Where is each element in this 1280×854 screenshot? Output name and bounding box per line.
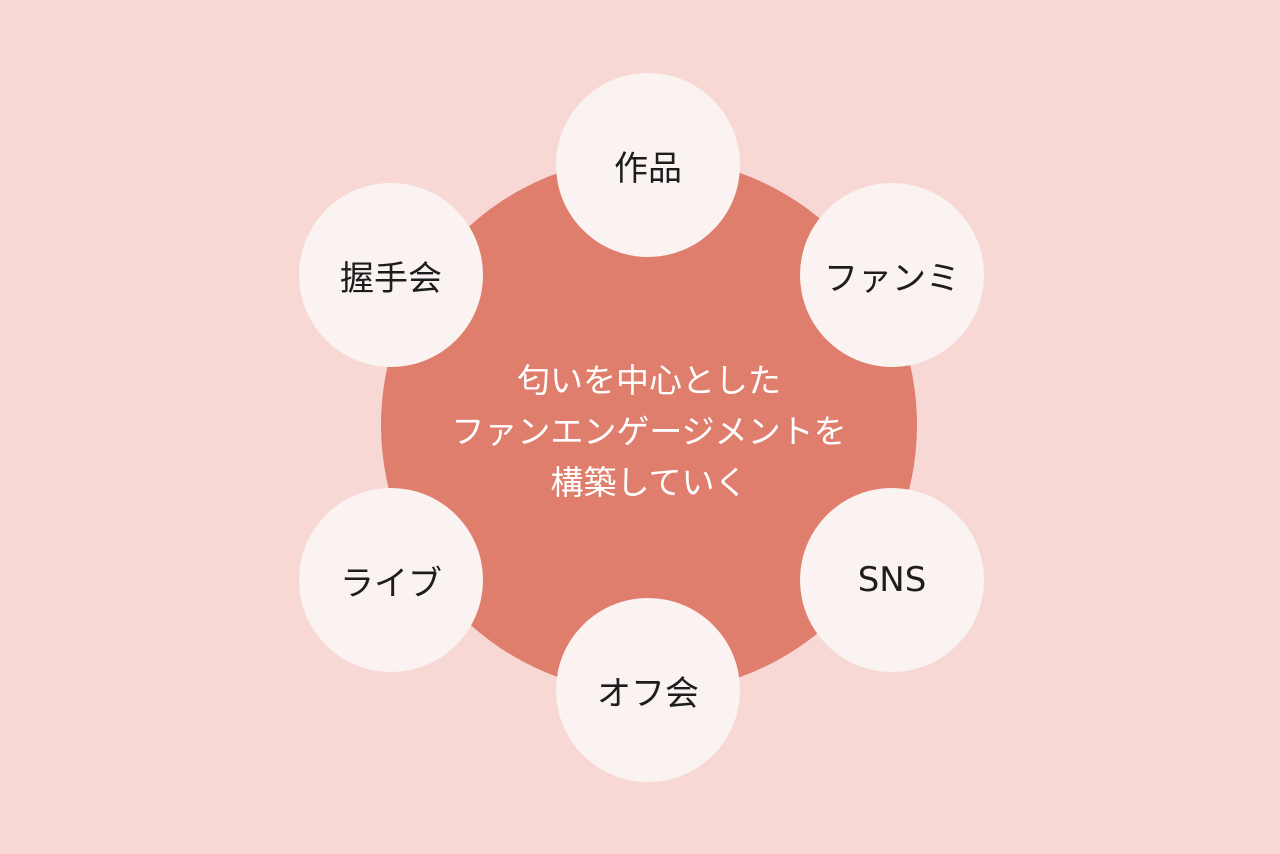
node-sns: SNS (800, 488, 984, 672)
center-hub-text: 匂いを中心とした ファンエンゲージメントを 構築していく (381, 355, 917, 508)
hub-line-1: 匂いを中心とした (517, 361, 781, 400)
node-label: ファンミ (824, 258, 960, 299)
node-label: オフ会 (597, 673, 699, 714)
node-live: ライブ (299, 488, 483, 672)
node-works: 作品 (556, 73, 740, 257)
node-handshake-event: 握手会 (299, 183, 483, 367)
node-label: ライブ (340, 563, 442, 604)
node-label: SNS (857, 560, 927, 600)
node-label: 握手会 (340, 258, 442, 299)
hub-line-2: ファンエンゲージメントを (451, 412, 847, 451)
node-label: 作品 (614, 148, 682, 189)
node-offline-meetup: オフ会 (556, 598, 740, 782)
node-fan-meeting: ファンミ (800, 183, 984, 367)
hub-line-3: 構築していく (550, 463, 748, 502)
